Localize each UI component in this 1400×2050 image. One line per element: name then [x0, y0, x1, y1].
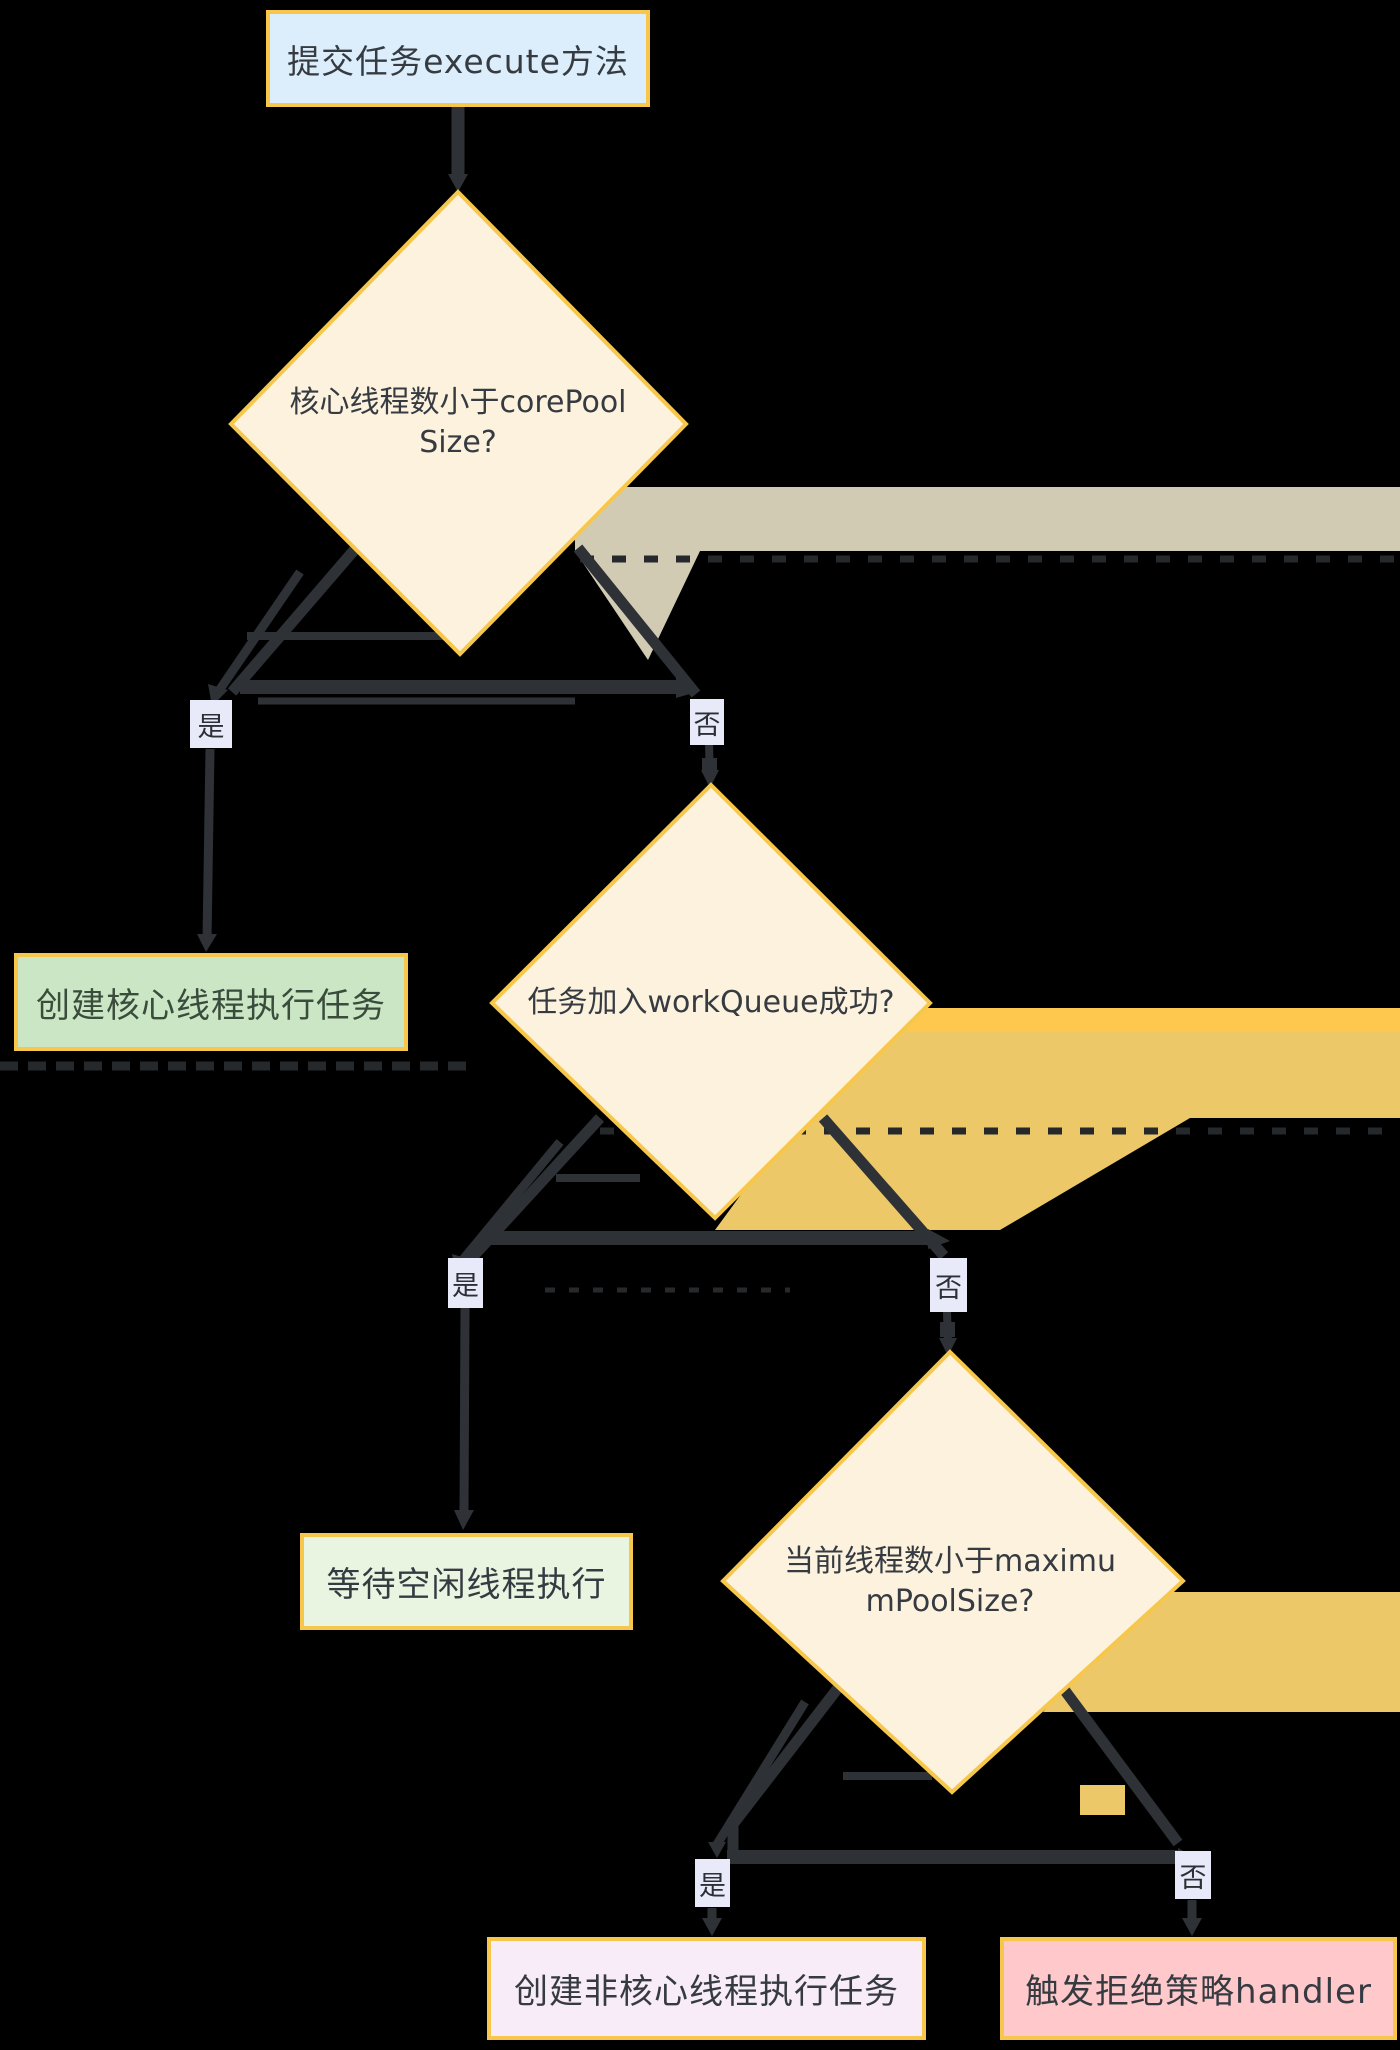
decision-core-diamond: [228, 189, 689, 657]
edge-label-d3-yes: 是: [695, 1859, 730, 1907]
node-create-core-label: 创建核心线程执行任务: [36, 985, 386, 1026]
edge-yes1-createcore: [202, 748, 215, 941]
arrowhead-reject: [1182, 1918, 1202, 1936]
edge-label-d1-yes: 是: [190, 700, 232, 748]
node-start-label: 提交任务execute方法: [287, 41, 629, 81]
node-create-noncore: 创建非核心线程执行任务: [487, 1937, 926, 2040]
node-create-noncore-label: 创建非核心线程执行任务: [514, 1972, 899, 2012]
artifact-band-tan: [575, 487, 1400, 660]
edge-d3-yes-diag-ghost: [712, 1699, 809, 1849]
edge-label-d3-no: 否: [1175, 1851, 1211, 1899]
arrowhead-d2-no: [928, 1229, 950, 1249]
edge-d3-no-diag: [1058, 1684, 1183, 1847]
node-create-core: 创建核心线程执行任务: [14, 953, 408, 1051]
edge-label-d1-no: 否: [690, 699, 724, 745]
node-reject-label: 触发拒绝策略handler: [1025, 1972, 1372, 2012]
decision-max-diamond: [720, 1349, 1186, 1795]
arrowhead-createcore: [197, 934, 217, 952]
arrowhead-d1-top: [448, 174, 468, 192]
decision-queue-diamond: [489, 782, 933, 1221]
node-start: 提交任务execute方法: [266, 10, 650, 107]
arrowhead-d3-yes: [708, 1842, 726, 1858]
arrowhead-noncore: [702, 1918, 722, 1936]
edge-label-d2-no: 否: [930, 1258, 967, 1312]
decision-core-label: 核心线程数小于corePoolSize?: [289, 384, 627, 461]
edge-d1-yes-diag: [227, 544, 361, 696]
artifact-band-gold-3: [1080, 1785, 1125, 1815]
edge-no1-dot: [702, 758, 717, 773]
arrowhead-d2-top: [701, 770, 719, 788]
edge-d2-yes-diag-ghost: [452, 1139, 564, 1271]
decision-queue-label: 任务加入workQueue成功?: [527, 984, 895, 1020]
arrowhead-d1-no: [676, 678, 700, 698]
arrowhead-wait: [454, 1510, 474, 1530]
edge-no2-dot: [940, 1322, 955, 1337]
artifact-band-bright: [900, 1008, 1400, 1032]
node-reject: 触发拒绝策略handler: [1000, 1937, 1397, 2040]
node-wait-idle: 等待空闲线程执行: [300, 1533, 633, 1630]
edge-yes2-wait: [459, 1306, 470, 1517]
edge-d1-no-diag: [573, 544, 701, 698]
decision-max-label: 当前线程数小于maximumPoolSize?: [784, 1543, 1116, 1620]
node-wait-idle-label: 等待空闲线程执行: [326, 1565, 607, 1605]
edge-label-d2-yes: 是: [448, 1258, 483, 1308]
edge-d3-yes-diag: [722, 1684, 843, 1836]
arrowhead-d3-top: [939, 1338, 957, 1356]
